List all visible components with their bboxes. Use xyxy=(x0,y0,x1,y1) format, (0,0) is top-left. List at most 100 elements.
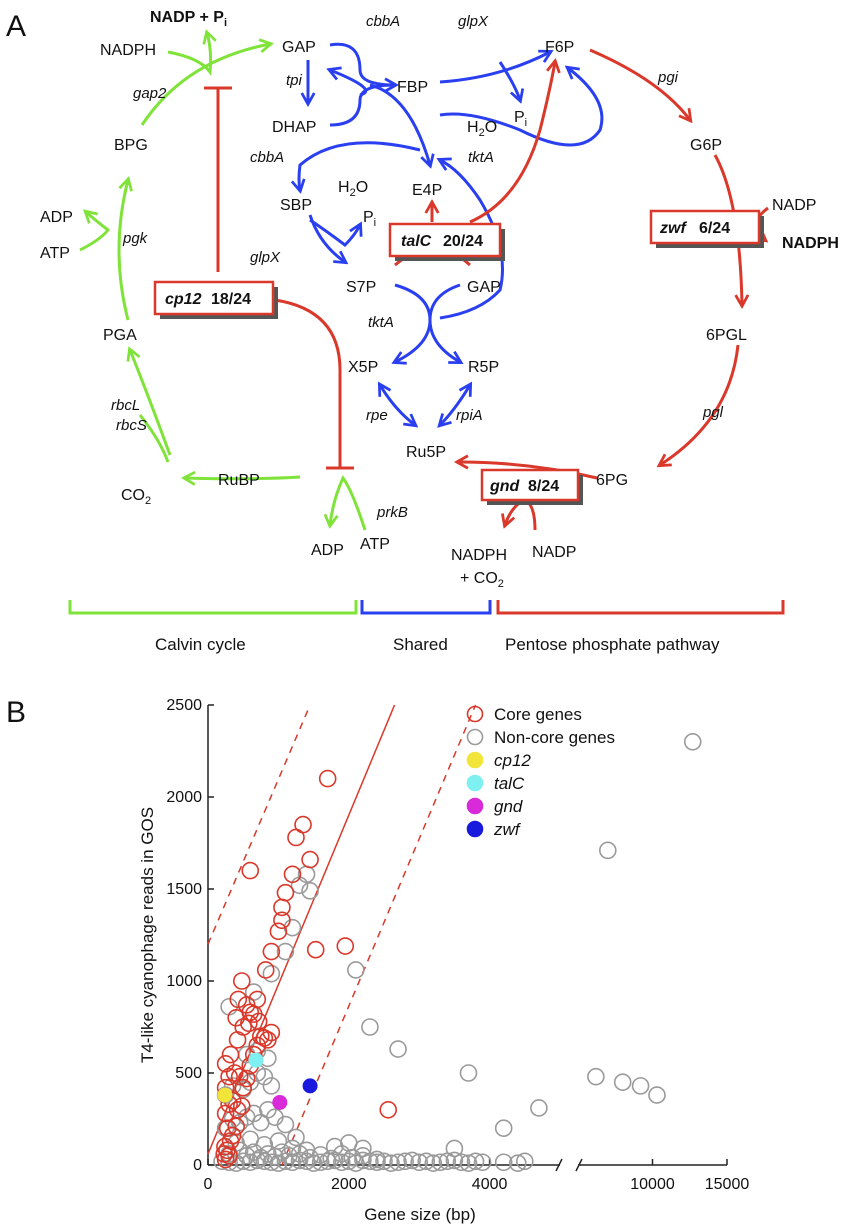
panel-a-label: A xyxy=(6,10,26,43)
non-core-genes-point xyxy=(515,1152,534,1171)
non-core-genes-point xyxy=(382,1154,400,1172)
pentose-bracket xyxy=(496,600,785,615)
non-core-genes-point xyxy=(276,1115,295,1134)
core-genes-point xyxy=(262,1023,281,1042)
legend-marker xyxy=(466,705,484,723)
sbp-label: SBP xyxy=(280,197,312,214)
non-core-genes-point xyxy=(354,1139,372,1158)
core-genes-point xyxy=(240,1014,258,1033)
legend-label: Core genes xyxy=(494,705,582,724)
enzyme-rbcL: rbcL xyxy=(111,397,140,414)
x-tick-label: 10000 xyxy=(630,1176,675,1193)
nadp-bottom-label: NADP xyxy=(532,544,576,561)
adp-bottom-label: ADP xyxy=(311,542,344,559)
core-genes-point xyxy=(301,850,319,869)
gene-box-talC-count: 20/24 xyxy=(443,233,483,250)
6pgl-to-6pg-edge xyxy=(660,344,740,465)
enzyme-tpi: tpi xyxy=(286,72,303,89)
non-core-genes-point xyxy=(332,1153,351,1172)
core-genes-point xyxy=(225,1064,244,1082)
fbp-to-f6p-edge xyxy=(439,52,550,84)
non-core-genes-point xyxy=(389,1040,407,1058)
rubp-to-prkB-edge xyxy=(185,477,301,479)
shared-label: Shared xyxy=(393,635,448,654)
non-core-genes-point xyxy=(269,1132,288,1150)
6pg-to-ru5p-edge xyxy=(458,462,598,480)
non-core-genes-point xyxy=(683,732,702,751)
x5p-label: X5P xyxy=(348,359,378,376)
enzyme-rpe: rpe xyxy=(366,407,388,424)
non-core-genes-point xyxy=(508,1154,527,1172)
fbp-to-e4p-edge xyxy=(369,83,430,165)
gap-to-fbp-edge xyxy=(329,42,395,85)
talc-point xyxy=(248,1052,264,1068)
y-tick-label: 0 xyxy=(193,1157,202,1174)
enzyme-cbbA-mid: cbbA xyxy=(250,149,284,166)
gene-box-zwf: zwf 6/24 xyxy=(649,209,764,248)
metabolite-labels: NADP + Pi NADPH GAP F6P FBP DHAP H2O Pi … xyxy=(40,9,839,590)
atp-to-adp-bottom-edge xyxy=(330,475,367,531)
bpg-label: BPG xyxy=(114,137,148,154)
nadph-bottom-label: NADPH xyxy=(451,547,507,564)
x-tick-label: 2000 xyxy=(331,1176,367,1193)
non-core-genes-point xyxy=(318,1152,337,1171)
core-genes-point xyxy=(306,940,325,959)
non-core-genes-point xyxy=(631,1077,650,1095)
enzyme-pgi: pgi xyxy=(657,69,679,86)
non-core-genes-point xyxy=(466,1152,485,1171)
f6p-label: F6P xyxy=(545,39,574,56)
cp12-inhibits-prkB-edge xyxy=(274,298,342,468)
adp-left-label: ADP xyxy=(40,209,73,226)
non-core-genes-point xyxy=(301,882,319,900)
gene-box-talC: talC 20/24 xyxy=(388,222,505,261)
enzyme-prkB: prkB xyxy=(376,504,408,521)
core-genes-point xyxy=(234,1078,252,1097)
co2-fixation-edge xyxy=(138,414,170,463)
e4p-to-f6p-tkt-edge xyxy=(439,68,604,147)
co2-label: CO2 xyxy=(121,487,151,507)
non-core-genes-point xyxy=(311,1153,330,1172)
fbp-to-gap-back-edge xyxy=(330,70,368,97)
fbp-to-pi-edge xyxy=(498,61,520,100)
core-genes-point xyxy=(234,1018,252,1036)
core-genes-point xyxy=(216,1055,235,1073)
gap-mid-label: GAP xyxy=(467,279,501,296)
legend-marker xyxy=(466,797,484,815)
gap-top-label: GAP xyxy=(282,39,316,56)
dhap-label: DHAP xyxy=(272,119,316,136)
core-genes-point xyxy=(269,922,288,941)
x-axis-label: Gene size (bp) xyxy=(364,1205,476,1224)
6pg-label: 6PG xyxy=(596,472,628,489)
pga-to-bpg-edge xyxy=(117,180,128,321)
h2o-left-label: H2O xyxy=(338,179,368,199)
ru5p-label: Ru5P xyxy=(406,444,446,461)
gene-box-cp12: cp12 18/24 xyxy=(153,280,278,319)
pentose-pathway-label: Pentose phosphate pathway xyxy=(505,635,720,654)
non-core-genes-point xyxy=(431,1153,450,1172)
legend-marker xyxy=(466,820,484,838)
pi-right-label: Pi xyxy=(514,109,527,129)
non-core-genes-point xyxy=(276,942,295,961)
legend-marker xyxy=(466,774,484,792)
legend-label: cp12 xyxy=(494,751,531,770)
non-core-genes-point xyxy=(375,1152,393,1171)
axis-break-mark xyxy=(575,1158,583,1172)
non-core-genes-point xyxy=(424,1154,443,1172)
data-points xyxy=(213,732,702,1172)
enzyme-tktA-mid: tktA xyxy=(368,314,394,331)
x-tick-label: 15000 xyxy=(705,1176,750,1193)
non-core-genes-point xyxy=(452,1153,471,1172)
core-genes-point xyxy=(229,990,248,1009)
atp-bottom-label: ATP xyxy=(360,536,390,553)
core-genes-point xyxy=(318,769,337,788)
gene-box-cp12-name: cp12 xyxy=(165,291,202,308)
shared-bracket xyxy=(360,600,492,615)
non-core-genes-point xyxy=(598,841,617,860)
core-genes-point xyxy=(221,1045,240,1064)
calvin-cycle-edges xyxy=(79,33,367,531)
non-core-genes-point xyxy=(389,1153,407,1172)
enzyme-glpX-top: glpX xyxy=(458,13,489,30)
y-axis-label: T4-like cyanophage reads in GOS xyxy=(138,807,157,1063)
